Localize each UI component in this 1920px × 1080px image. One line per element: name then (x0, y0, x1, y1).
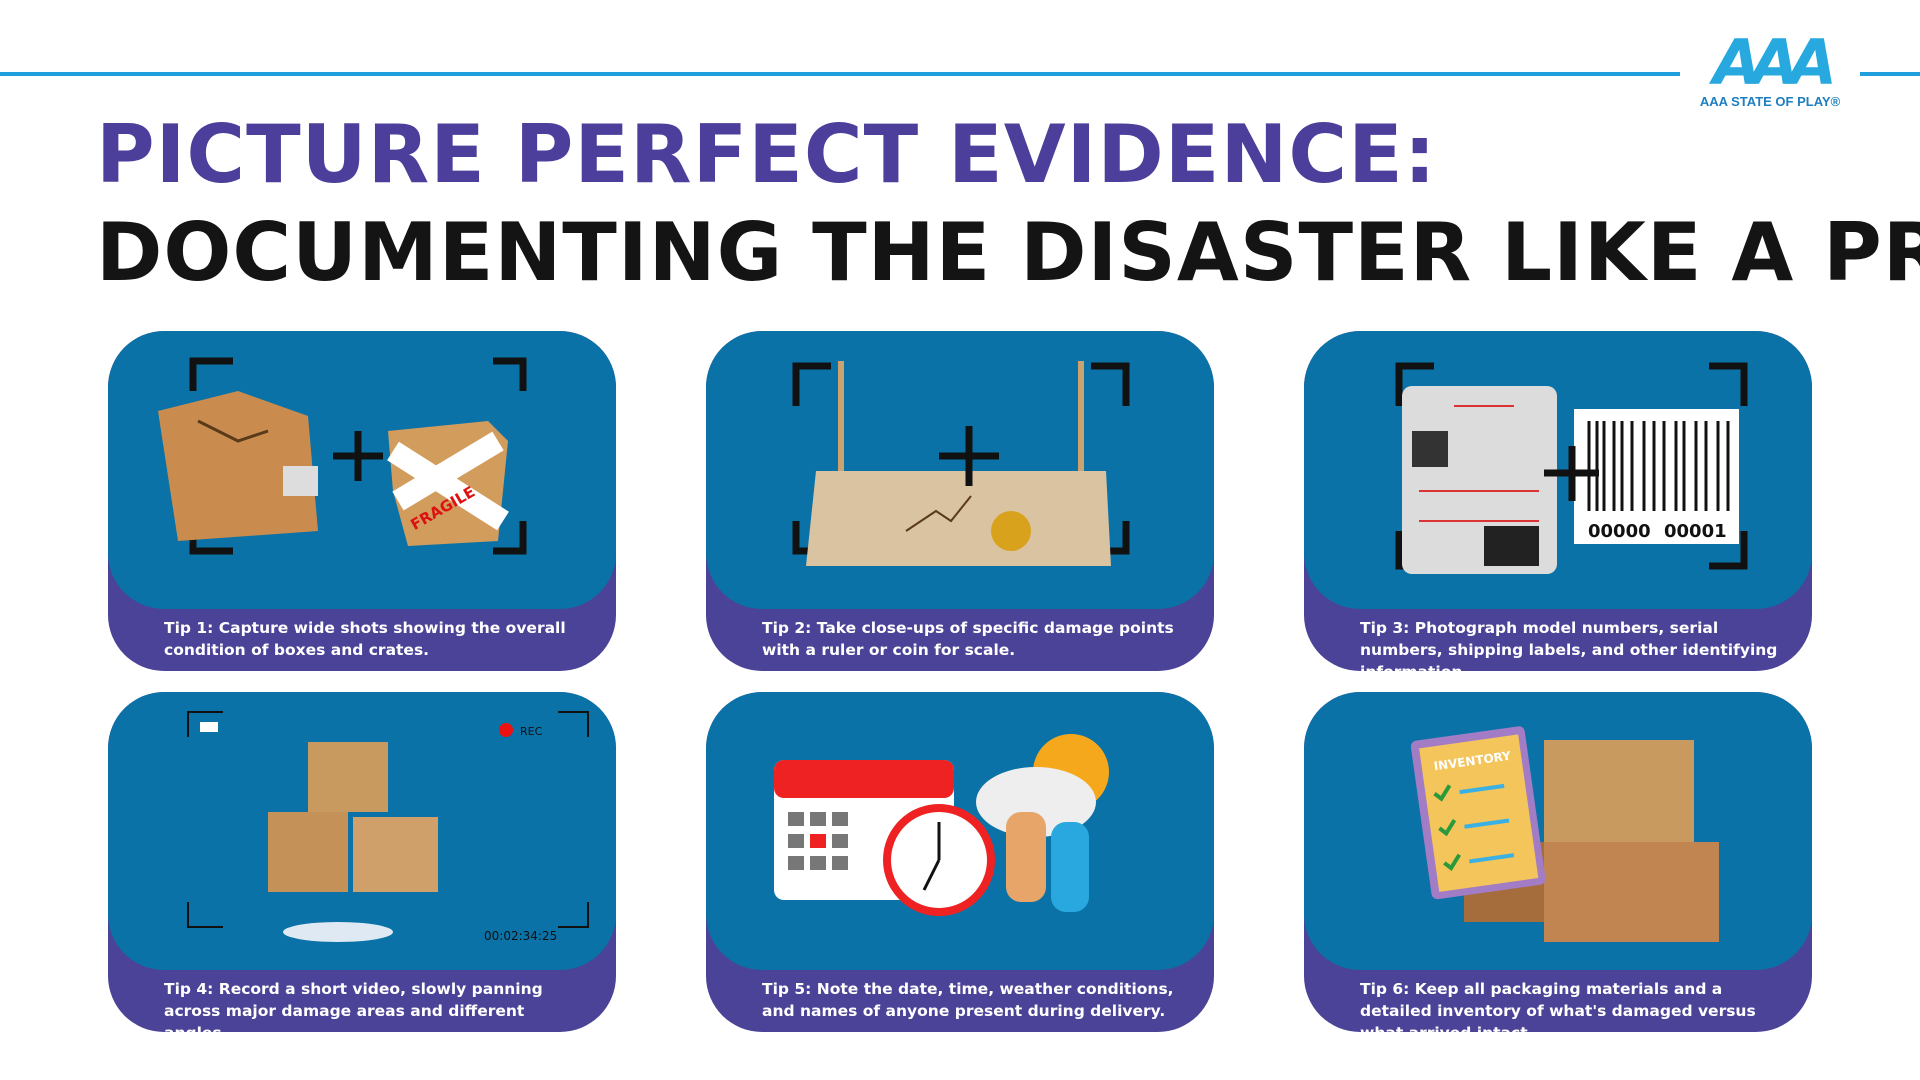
tip-card-1: FRAGILE Tip 1: Capture wide shots showin… (108, 331, 616, 671)
barcode-right-number: 00001 (1664, 521, 1727, 542)
tip-card-5: Tip 5: Note the date, time, weather cond… (706, 692, 1214, 1032)
tip-1-illustration: FRAGILE (108, 331, 616, 609)
tip-2-illustration (706, 331, 1214, 609)
barcode-left-number: 00000 (1588, 521, 1651, 542)
timecode: 00:02:34:25 (484, 929, 557, 943)
tip-card-6: INVENTORY Tip 6: Keep all packaging mate… (1304, 692, 1812, 1032)
inventory-boxes-icon: INVENTORY (1410, 726, 1719, 942)
viewfinder-icon: FRAGILE (158, 357, 527, 555)
tip-6-caption: Tip 6: Keep all packaging materials and … (1360, 980, 1756, 1032)
tip-4-illustration: REC 00:02:34:25 (108, 692, 616, 970)
logo-text: AAA STATE OF PLAY® (1699, 94, 1841, 109)
page-subtitle: DOCUMENTING THE DISASTER LIKE A PRO (96, 206, 1920, 299)
battery-icon (200, 722, 218, 732)
video-recording-icon: REC 00:02:34:25 (187, 711, 589, 943)
tip-4-caption: Tip 4: Record a short video, slowly pann… (164, 980, 543, 1032)
tip-card-4: REC 00:02:34:25 Tip 4: Record a short vi… (108, 692, 616, 1032)
coin-icon (991, 511, 1031, 551)
swing-coin-icon (792, 361, 1130, 566)
tip-1-caption: Tip 1: Capture wide shots showing the ov… (164, 619, 566, 659)
calendar-clock-icon (774, 734, 1109, 916)
logo: AAA AAA STATE OF PLAY® (1680, 26, 1860, 114)
logo-mark: AAA (1713, 26, 1837, 99)
tip-card-3: 00000 00001 Tip 3: Photograph model numb… (1304, 331, 1812, 671)
tip-card-2: Tip 2: Take close-ups of specific damage… (706, 331, 1214, 671)
tip-2-caption: Tip 2: Take close-ups of specific damage… (762, 619, 1174, 659)
header-rule (0, 72, 1920, 76)
page-title: PICTURE PERFECT EVIDENCE: (96, 108, 1437, 201)
tip-5-illustration (706, 692, 1214, 970)
rec-label: REC (520, 725, 543, 738)
shipping-label-icon: 00000 00001 (1395, 362, 1748, 574)
tip-5-caption: Tip 5: Note the date, time, weather cond… (762, 980, 1174, 1020)
tip-3-caption: Tip 3: Photograph model numbers, serial … (1360, 619, 1778, 671)
rec-dot-icon (499, 723, 513, 737)
tip-6-illustration: INVENTORY (1304, 692, 1812, 970)
tip-3-illustration: 00000 00001 (1304, 331, 1812, 609)
